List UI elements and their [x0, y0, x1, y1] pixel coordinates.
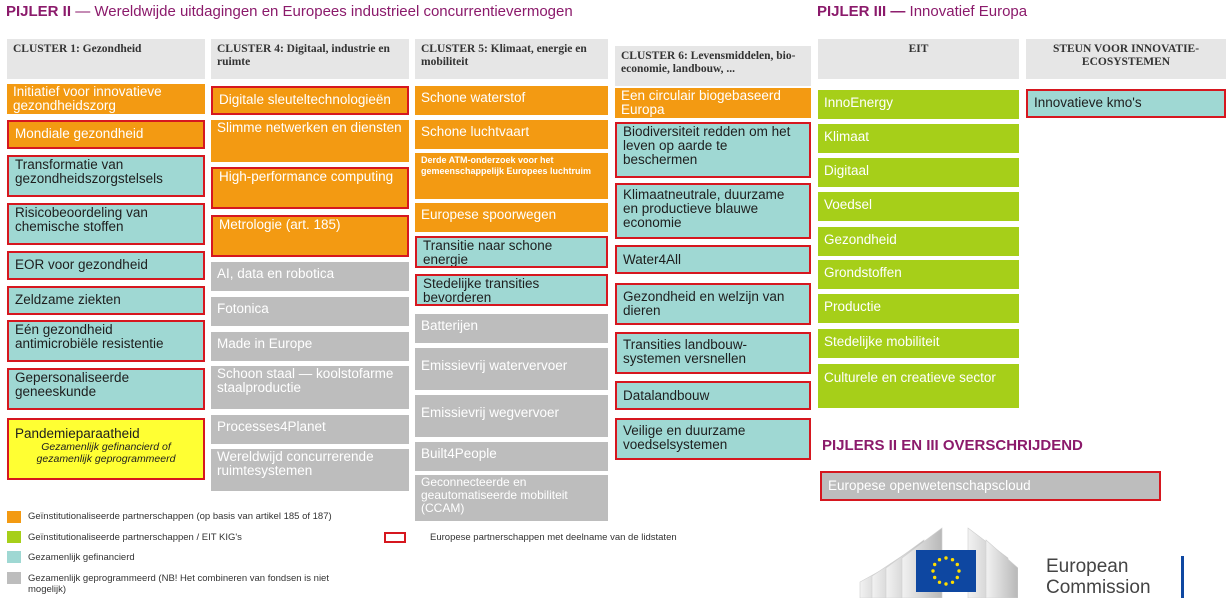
legend-gray: Gezamenlijk geprogrammeerd (NB! Het comb…: [28, 573, 329, 595]
c6-item-water4all: Water4All: [615, 245, 811, 274]
c6-item-blauwe-economie: Klimaatneutrale, duurzame en productieve…: [615, 183, 811, 239]
legend-red: Europese partnerschappen met deelname va…: [430, 532, 677, 543]
ec-logo-bar: [1181, 556, 1184, 598]
eu-star-icon: [931, 569, 935, 573]
c4-item-schoon-staal: Schoon staal — koolstofarme staalproduct…: [211, 366, 409, 409]
eu-star-icon: [950, 558, 955, 562]
c1-item-eor-gezondheid: EOR voor gezondheid: [7, 251, 205, 280]
pillar-2-title: PIJLER II — Wereldwijde uitdagingen en E…: [6, 3, 573, 20]
c1-item-gepersonaliseerde-geneeskunde: Gepersonaliseerde geneeskunde: [7, 368, 205, 410]
ec-logo-icon: [859, 527, 1018, 598]
pandemie-sublabel: Gezamenlijk gefinancierd of gezamenlijk …: [36, 441, 176, 465]
c5-item-schone-waterstof: Schone waterstof: [415, 86, 608, 115]
c4-item-fotonica: Fotonica: [211, 297, 409, 326]
c4-item-hpc: High-performance computing: [211, 167, 409, 209]
eu-star-icon: [950, 580, 955, 584]
c5-item-schone-energie: Transitie naar schone energie: [415, 236, 608, 268]
cluster-1-header: CLUSTER 1: Gezondheid: [7, 39, 205, 79]
pillar-3-title: PIJLER III — Innovatief Europa: [817, 3, 1028, 20]
eu-star-icon: [955, 562, 959, 567]
legend-orange: Geïnstitutionaliseerde partnerschappen (…: [28, 511, 332, 522]
c1-item-een-gezondheid: Eén gezondheid antimicrobiële resistenti…: [7, 320, 205, 362]
eit-item-productie: Productie: [818, 294, 1019, 323]
c1-item-zeldzame-ziekten: Zeldzame ziekten: [7, 286, 205, 315]
cluster-4-header: CLUSTER 4: Digitaal, industrie en ruimte: [211, 39, 409, 79]
c1-item-innovatieve-gezondheidszorg: Initiatief voor innovatieve gezondheidsz…: [7, 84, 205, 114]
ec-logo-line2: Commission: [1046, 577, 1151, 598]
c4-item-ai-data-robotica: AI, data en robotica: [211, 262, 409, 291]
eu-star-icon: [955, 575, 959, 580]
c4-item-ruimtesystemen: Wereldwijd concurrerende ruimtesystemen: [211, 449, 409, 491]
c1-item-pandemieparaatheid: Pandemieparaatheid Gezamenlijk gefinanci…: [7, 418, 205, 480]
eu-star-icon: [944, 582, 948, 586]
eu-star-icon: [937, 558, 942, 562]
c4-item-slimme-netwerken: Slimme netwerken en diensten: [211, 120, 409, 162]
eit-item-grondstoffen: Grondstoffen: [818, 260, 1019, 289]
c1-item-mondiale-gezondheid: Mondiale gezondheid: [7, 120, 205, 149]
pandemie-label: Pandemieparaatheid: [15, 426, 140, 441]
c1-item-gezondheidszorgstelsels: Transformatie van gezondheidszorgstelsel…: [7, 155, 205, 197]
eu-star-icon: [933, 575, 937, 580]
eit-item-klimaat: Klimaat: [818, 124, 1019, 153]
c5-item-batterijen: Batterijen: [415, 314, 608, 343]
c5-item-watervervoer: Emissievrij watervervoer: [415, 348, 608, 390]
c5-item-ccam: Geconnecteerde en geautomatiseerde mobil…: [415, 475, 608, 521]
c5-item-atm-onderzoek: Derde ATM-onderzoek voor het gemeenschap…: [415, 153, 608, 199]
eit-item-digitaal: Digitaal: [818, 158, 1019, 187]
c6-item-landbouwsystemen: Transities landbouw-systemen versnellen: [615, 332, 811, 374]
legend-swatch-orange: [7, 511, 21, 523]
c4-item-digitale-sleuteltechnologieen: Digitale sleuteltechnologieën: [211, 86, 409, 115]
c6-item-gezondheid-dieren: Gezondheid en welzijn van dieren: [615, 283, 811, 325]
c6-item-biodiversiteit: Biodiversiteit redden om het leven op aa…: [615, 122, 811, 178]
eu-star-icon: [944, 556, 948, 560]
c6-item-datalandbouw: Datalandbouw: [615, 381, 811, 410]
c6-item-circulair-biogebaseerd: Een circulair biogebaseerd Europa: [615, 88, 811, 118]
c1-item-chemische-stoffen: Risicobeoordeling van chemische stoffen: [7, 203, 205, 245]
legend-swatch-gray: [7, 572, 21, 584]
legend-swatch-teal: [7, 551, 21, 563]
c4-item-processes4planet: Processes4Planet: [211, 415, 409, 444]
legend-swatch-green: [7, 531, 21, 543]
cluster-6-header: CLUSTER 6: Levensmiddelen, bio-economie,…: [615, 46, 811, 86]
eit-item-gezondheid: Gezondheid: [818, 227, 1019, 256]
steun-header: STEUN VOOR INNOVATIE-ECOSYSTEMEN: [1026, 39, 1226, 79]
open-science-cloud: Europese openwetenschapscloud: [820, 471, 1161, 501]
ec-logo-text: European Commission: [1046, 556, 1151, 598]
c6-item-voedselsystemen: Veilige en duurzame voedselsystemen: [615, 418, 811, 460]
eu-star-icon: [957, 569, 961, 573]
eit-item-innoenergy: InnoEnergy: [818, 90, 1019, 119]
c5-item-europese-spoorwegen: Europese spoorwegen: [415, 203, 608, 232]
eit-item-culturele-creatieve-sector: Culturele en creatieve sector: [818, 364, 1019, 408]
eit-item-voedsel: Voedsel: [818, 192, 1019, 221]
overarching-title: PIJLERS II EN III OVERSCHRIJDEND: [822, 437, 1083, 454]
eu-star-icon: [937, 580, 942, 584]
steun-item-innovatieve-kmos: Innovatieve kmo's: [1026, 89, 1226, 118]
c5-item-wegvervoer: Emissievrij wegvervoer: [415, 395, 608, 437]
eit-header: EIT: [818, 39, 1019, 79]
eu-star-icon: [933, 562, 937, 567]
c4-item-metrologie: Metrologie (art. 185): [211, 215, 409, 257]
legend-teal: Gezamenlijk gefinancierd: [28, 552, 135, 563]
c5-item-stedelijke-transities: Stedelijke transities bevorderen: [415, 274, 608, 306]
eit-item-stedelijke-mobiliteit: Stedelijke mobiliteit: [818, 329, 1019, 358]
c5-item-schone-luchtvaart: Schone luchtvaart: [415, 120, 608, 149]
ec-logo-line1: European: [1046, 556, 1129, 577]
cluster-5-header: CLUSTER 5: Klimaat, energie en mobilitei…: [415, 39, 608, 79]
c5-item-built4people: Built4People: [415, 442, 608, 471]
legend-green: Geïnstitutionaliseerde partnerschappen /…: [28, 532, 242, 543]
c4-item-made-in-europe: Made in Europe: [211, 332, 409, 361]
legend-swatch-red-border: [384, 532, 406, 543]
